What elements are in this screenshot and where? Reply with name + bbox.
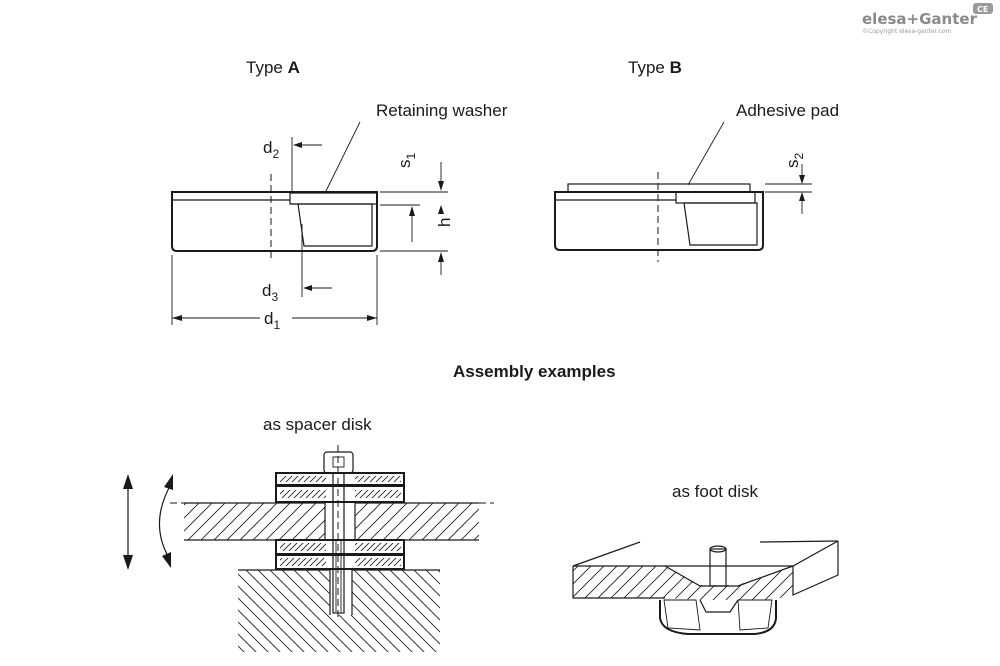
- retaining-washer-label: Retaining washer: [376, 101, 508, 120]
- type-b-drawing: Type B Adhesive pad s2: [554, 58, 839, 262]
- adhesive-pad-label: Adhesive pad: [736, 101, 839, 120]
- type-b-washer: [675, 191, 756, 204]
- dim-d1-label: d1: [264, 309, 280, 332]
- type-a-title: Type A: [246, 58, 300, 77]
- type-b-title: Type B: [628, 58, 682, 77]
- spacer-disk-label: as spacer disk: [263, 415, 372, 434]
- type-b-body-outline: [554, 191, 764, 251]
- motion-arrows-icon: [123, 474, 173, 570]
- type-b-adhesive-pad: [567, 183, 751, 193]
- dim-s2-label: s2: [783, 153, 806, 169]
- spacer-disk-bottom-2: [275, 554, 405, 570]
- dim-s1-label: s1: [395, 153, 418, 169]
- type-a-body-outline: [171, 191, 378, 252]
- type-a-washer: [289, 192, 378, 205]
- type-b-leader: [687, 121, 725, 186]
- dim-d2-label: d2: [263, 138, 279, 161]
- dim-h-label: h: [435, 218, 454, 227]
- foot-disk-label: as foot disk: [672, 482, 758, 501]
- type-a-drawing: Type A Retaining washer d2 d3 d1: [171, 58, 508, 332]
- brand-logo: elesa+Ganter ©Copyright elesa-ganter.com…: [862, 3, 993, 35]
- type-a-elastomer: [297, 203, 373, 247]
- type-a-leader: [324, 121, 361, 194]
- ce-badge-icon: [973, 3, 993, 14]
- assembly-heading: Assembly examples: [453, 362, 616, 381]
- foot-disk-body: [659, 600, 777, 635]
- brand-copyright: ©Copyright elesa-ganter.com: [862, 28, 951, 35]
- foot-stud: [709, 548, 727, 587]
- dim-d3-label: d3: [262, 281, 278, 304]
- brand-logo-text: elesa+Ganter: [862, 10, 978, 28]
- spacer-disk-top-2: [275, 485, 405, 503]
- foot-disk-example: as foot disk: [572, 482, 839, 635]
- type-b-elastomer: [683, 202, 758, 246]
- spacer-disk-example: as spacer disk: [123, 415, 494, 652]
- ce-badge-text: CE: [977, 5, 988, 14]
- foot-panel: [573, 566, 793, 600]
